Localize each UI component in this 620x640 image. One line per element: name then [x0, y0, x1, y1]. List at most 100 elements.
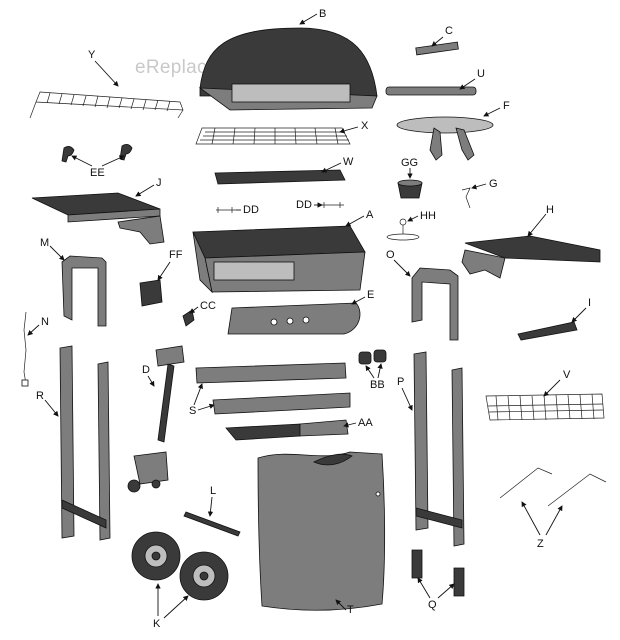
part-label-b: B [319, 8, 326, 20]
part-y-warming-rack [29, 91, 184, 119]
part-g-igniter-wire [461, 187, 471, 209]
callout-v: V [543, 369, 571, 397]
callout-ee: EE [71, 155, 125, 179]
callout-k: K [153, 583, 189, 630]
part-hh-cup-hanger [386, 218, 420, 241]
part-aa-shelf-support [225, 419, 349, 441]
part-r-left-legs [59, 345, 111, 541]
part-d-regulator-hose [127, 345, 185, 493]
part-label-dd-right: DD [296, 199, 312, 211]
part-label-h: H [546, 204, 554, 216]
callout-m: M [40, 237, 65, 261]
callout-d: D [142, 364, 155, 387]
part-i-knobs [517, 321, 578, 341]
callout-ff: FF [157, 249, 183, 281]
callout-c: C [431, 25, 453, 47]
part-ff-bracket [139, 279, 163, 307]
part-j-left-shelf [31, 192, 165, 245]
part-label-g: G [489, 178, 498, 190]
callout-h: H [527, 204, 554, 237]
part-v-condiment-basket [485, 393, 605, 421]
part-label-d: D [142, 364, 150, 376]
part-label-r: R [36, 390, 44, 402]
callout-a: A [345, 209, 374, 227]
part-p-right-legs [413, 351, 465, 547]
part-c-heat-indicator [415, 41, 459, 56]
callout-q: Q [417, 577, 455, 611]
callout-s: S [189, 383, 215, 417]
part-label-f: F [503, 100, 510, 112]
callout-e: E [351, 289, 374, 305]
callout-b: B [299, 8, 326, 25]
part-label-v: V [563, 369, 571, 381]
part-ee-clips [61, 144, 133, 163]
callout-w: W [321, 156, 354, 173]
callout-o: O [386, 249, 411, 277]
part-label-e: E [367, 289, 374, 301]
callout-bb: BB [365, 363, 385, 391]
part-z-tank-hooks [499, 467, 607, 507]
part-label-ee: EE [90, 167, 105, 179]
callout-t: T [335, 599, 354, 616]
callout-cc: CC [189, 300, 216, 314]
part-l-axle [183, 511, 241, 537]
callout-l: L [207, 485, 216, 517]
part-label-s: S [189, 405, 196, 417]
part-x-cooking-grate [195, 127, 351, 145]
part-w-heat-tent [214, 169, 346, 185]
part-m-left-leg-frame [61, 255, 107, 327]
part-label-j: J [156, 177, 162, 189]
callout-i: I [571, 297, 591, 323]
part-dd-bolts [216, 202, 344, 213]
part-label-u: U [477, 68, 485, 80]
part-bb-caps [358, 349, 387, 365]
part-label-y: Y [88, 49, 96, 61]
callout-z: Z [521, 501, 563, 550]
part-label-q: Q [428, 599, 437, 611]
part-u-handle [385, 86, 477, 96]
callout-p: P [397, 376, 413, 411]
part-s-cross-braces [195, 362, 351, 415]
callout-n: N [27, 316, 49, 336]
part-label-bb: BB [370, 379, 385, 391]
part-label-i: I [588, 297, 591, 309]
part-label-cc: CC [200, 300, 216, 312]
part-label-c: C [445, 25, 453, 37]
part-h-right-shelf [461, 235, 601, 279]
part-label-k: K [153, 618, 161, 630]
part-label-p: P [397, 376, 404, 388]
part-label-o: O [386, 249, 395, 261]
callout-aa: AA [343, 417, 373, 429]
callout-hh: HH [407, 210, 436, 222]
part-q-leg-caps [411, 549, 465, 597]
part-label-dd-left: DD [243, 204, 259, 216]
callout-y: Y [88, 49, 119, 87]
callout-g: G [471, 178, 498, 190]
part-label-m: M [40, 237, 49, 249]
part-t-bottom-shelf [257, 451, 386, 611]
part-label-a: A [366, 209, 374, 221]
callout-f: F [483, 100, 510, 117]
part-label-z: Z [537, 538, 544, 550]
callout-r: R [36, 390, 59, 417]
part-label-w: W [343, 156, 354, 168]
part-gg-grease-cup [397, 179, 423, 199]
part-a-firebox [192, 225, 366, 294]
part-label-x: X [361, 120, 369, 132]
part-label-l: L [210, 485, 216, 497]
callout-u: U [459, 68, 485, 90]
part-label-aa: AA [358, 417, 373, 429]
part-b-lid [198, 27, 378, 111]
part-label-hh: HH [420, 210, 436, 222]
part-label-ff: FF [169, 249, 183, 261]
part-e-control-panel [227, 302, 361, 335]
part-f-burner [396, 116, 494, 161]
callout-gg: GG [401, 157, 418, 179]
part-label-t: T [347, 604, 354, 616]
part-cc-igniter-button [182, 309, 195, 327]
part-n-ignitor-cable [21, 311, 29, 387]
part-label-gg: GG [401, 157, 418, 169]
callout-dd-right: DD [296, 199, 323, 211]
callout-dd-left: DD [236, 204, 259, 216]
